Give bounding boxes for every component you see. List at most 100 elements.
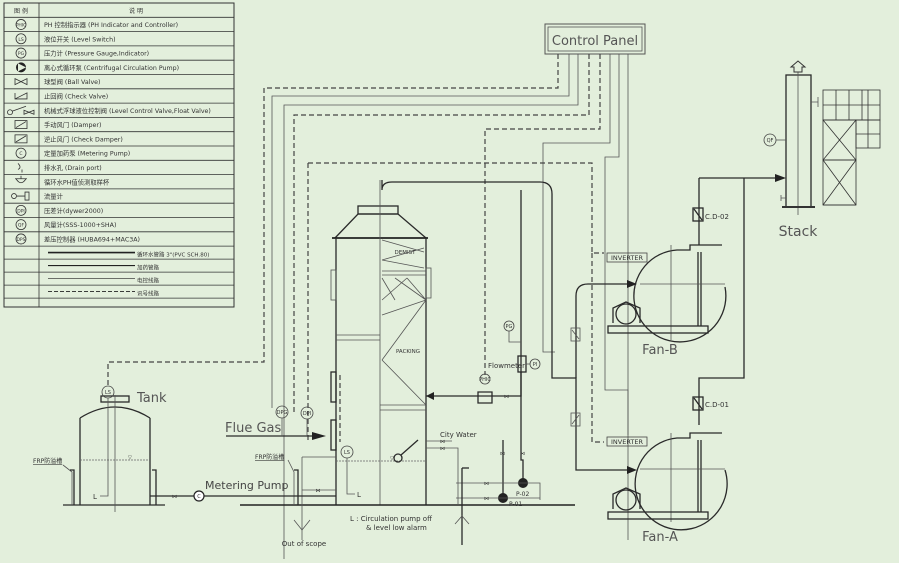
check-damper-icon [14, 134, 28, 144]
check-valve-icon [14, 92, 28, 100]
legend-item-text: 排水孔 (Drain port) [44, 163, 102, 172]
legend-item-text: 差压控制器 (HUBA694+MAC3A) [44, 234, 140, 243]
city-water-label: City Water [440, 431, 477, 439]
svg-text:C: C [19, 151, 22, 157]
phic-icon [479, 373, 491, 385]
differential-pressure-gauge-icon: DPI [15, 204, 27, 216]
stack: QF Stack [763, 60, 881, 240]
legend-line-text: 加药管路 [137, 264, 160, 272]
svg-text:DPS: DPS [16, 237, 25, 243]
duct-scrubber-to-fans [381, 180, 637, 474]
svg-text:PI: PI [533, 362, 538, 368]
drain-port-icon [17, 163, 23, 173]
flow-arrow-icon [627, 280, 637, 288]
metering-pump-icon: C [15, 147, 27, 159]
legend-item-text: 压差计(dywer2000) [44, 206, 103, 215]
svg-text:⋈: ⋈ [484, 496, 489, 502]
svg-text:⋈: ⋈ [484, 481, 489, 487]
ball-valve-icon: ⋈ [172, 494, 177, 500]
svg-text:QF: QF [18, 223, 25, 229]
svg-text:⋈: ⋈ [504, 394, 509, 400]
legend-item-text: 液位开关 (Level Switch) [44, 34, 116, 43]
chemical-tank: ▽ LS L Tank FRP防溢槽 ⋈ C Metering Pump [33, 385, 336, 512]
legend-item-text: 机械式浮球液位控制阀 (Level Control Valve,Float Va… [44, 106, 211, 115]
signal-lines [107, 54, 629, 560]
legend-line-text: 电控线路 [137, 277, 160, 285]
legend-item-text: PH 控制指示器 (PH Indicator and Controller) [44, 20, 178, 29]
level-switch-icon: LS [15, 33, 27, 45]
svg-text:C: C [197, 494, 201, 500]
check-damper-cd01-icon [692, 396, 704, 411]
stack-label: Stack [779, 224, 819, 240]
svg-text:LS: LS [18, 37, 24, 43]
svg-text:L: L [357, 491, 361, 499]
svg-text:▽: ▽ [128, 455, 132, 461]
svg-text:⋈: ⋈ [440, 439, 445, 445]
control-panel-label: Control Panel [552, 34, 638, 49]
air-flow-meter-icon: QF [15, 219, 27, 231]
svg-text:DPI: DPI [17, 208, 25, 214]
svg-text:PG: PG [506, 324, 513, 330]
metering-pump-label: Metering Pump [205, 479, 288, 492]
legend-item-text: 止回阀 (Check Valve) [44, 91, 108, 100]
legend-table: 图 例 说 明 PHIC PH 控制指示器 (PH Indicator and Con… [3, 2, 235, 308]
legend-line-text: 循环水管路 3"(PVC SCH.80) [137, 251, 209, 259]
fan-b[interactable]: INVERTER Fan-B [606, 244, 727, 358]
float-valve-icon [7, 105, 35, 116]
svg-text:PACKING: PACKING [396, 349, 420, 355]
metering-pump-icon[interactable] [193, 490, 205, 502]
svg-text:PHIC: PHIC [479, 377, 491, 383]
svg-text:⋈: ⋈ [500, 451, 505, 457]
svg-text:▽: ▽ [390, 456, 394, 462]
out-of-scope-label: Out of scope [282, 540, 326, 548]
centrifugal-pump-icon [16, 62, 26, 73]
legend-item-text: 球型阀 (Ball Valve) [44, 77, 101, 86]
legend-item-text: 流量计 [44, 192, 64, 201]
check-damper-cd02-icon [692, 207, 704, 222]
svg-text:QF: QF [767, 138, 774, 144]
differential-pressure-switch-icon: DPS [15, 233, 27, 245]
flow-arrow-icon [775, 174, 786, 182]
legend-line-text: 讯号线路 [137, 290, 160, 298]
svg-text:L : Circulation pump off: L : Circulation pump off [350, 515, 432, 523]
ball-valve-icon [14, 78, 28, 86]
svg-text:L: L [93, 493, 97, 501]
inverter-a-box [606, 436, 648, 447]
svg-text:FRP防溢槽: FRP防溢槽 [33, 457, 62, 465]
flowmeter-icon [11, 191, 30, 201]
control-panel[interactable]: Control Panel [544, 23, 646, 55]
legend-header-description: 说 明 [129, 7, 143, 15]
legend-item-text: 定量加药泵 (Metering Pump) [44, 149, 130, 158]
svg-text:LS: LS [344, 450, 350, 456]
drain-out-of-scope: FRP防溢槽 Out of scope ⋈ L : Circulation pu… [255, 453, 432, 548]
svg-text:C.D-02: C.D-02 [705, 213, 729, 221]
svg-text:INVERTER: INVERTER [611, 254, 643, 262]
flowmeter-label: Flowmeter [488, 362, 525, 370]
svg-text:⋈: ⋈ [440, 446, 445, 452]
circulation-piping: ⋈ Flowmeter PI PG PHIC P-02 P-01 ⋈ ⋈ ⋈ ⋈… [426, 190, 541, 545]
svg-text:P-02: P-02 [516, 491, 529, 498]
svg-text:DPG: DPG [277, 410, 288, 416]
svg-text:LS: LS [105, 390, 111, 396]
legend-item-text: 风量计(SSS-1000+SHA) [44, 220, 116, 229]
legend-item-text: 手动风门 (Damper) [44, 120, 101, 129]
svg-text:C.D-01: C.D-01 [705, 401, 729, 409]
svg-text:DPI: DPI [303, 411, 311, 417]
legend-item-text: 逆止风门 (Check Damper) [44, 134, 123, 143]
svg-text:⋈: ⋈ [520, 451, 525, 457]
svg-text:DEMIST: DEMIST [395, 250, 417, 256]
flue-gas-label: Flue Gas [225, 421, 281, 436]
svg-text:PG: PG [18, 51, 25, 57]
svg-text:& level low alarm: & level low alarm [366, 524, 427, 532]
legend-header-symbol: 图 例 [14, 7, 28, 15]
svg-text:PHIC: PHIC [16, 22, 27, 28]
fan-a[interactable]: INVERTER Fan-A [606, 432, 728, 545]
level-switch-scrubber: LS L [340, 445, 361, 499]
fan-b-label: Fan-B [642, 343, 678, 358]
ph-sampler-cup-icon [15, 175, 27, 184]
inverter-b-box [606, 252, 648, 263]
tank-label: Tank [136, 391, 167, 406]
ball-valve-icon: ⋈ [316, 488, 321, 494]
svg-text:INVERTER: INVERTER [611, 438, 643, 446]
